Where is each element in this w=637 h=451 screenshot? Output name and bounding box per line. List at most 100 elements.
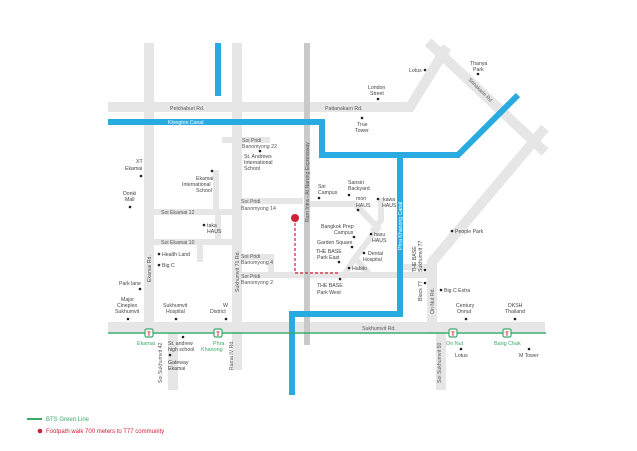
- place-label: mori: [356, 196, 366, 202]
- place-label: kawa: [383, 197, 395, 203]
- place-label: Garden Square: [317, 240, 353, 246]
- place-label: Big C: [162, 263, 175, 269]
- place-label: School: [244, 166, 260, 172]
- road-label: Soi Pridi: [241, 254, 260, 260]
- footpath-route: [294, 218, 340, 274]
- pattanakarn-road: [400, 44, 452, 112]
- canal-label: Klongton Canal: [168, 120, 203, 126]
- place-label: HAUS: [372, 238, 387, 244]
- place-label: Health Land: [162, 252, 190, 258]
- station-label: Khanong: [201, 347, 223, 353]
- place-label: Sukhumvit: [163, 303, 188, 309]
- canals: [108, 43, 521, 395]
- place-label: high school: [168, 347, 194, 353]
- place-label: Sukhumvit 77: [418, 240, 424, 272]
- legend-bts: BTS Green Line: [46, 417, 90, 423]
- place-label: Big C Extra: [444, 288, 470, 294]
- place-label: International: [182, 182, 211, 188]
- t77-location-marker[interactable]: [291, 214, 299, 222]
- place-label: THE BASE: [316, 249, 342, 255]
- place-label: DKSH: [508, 303, 523, 309]
- phra-khanong-canal: [289, 155, 403, 395]
- road-label: Sukhumvit Rd.: [362, 326, 396, 332]
- place-label: Gateway: [168, 360, 189, 366]
- bts-icon: [502, 328, 512, 338]
- place-label: Park West: [317, 290, 341, 296]
- place-label: Thailand: [505, 309, 525, 315]
- place-label: XT: [136, 159, 143, 165]
- road-label: Banomyong 2: [241, 280, 273, 286]
- bts-station-ekamai[interactable]: T Ekamai: [137, 328, 155, 347]
- place-label: HAUS: [207, 229, 222, 235]
- roads: [108, 38, 549, 390]
- place-label: Blocs 77: [418, 281, 424, 301]
- bts-station-phra-khanong[interactable]: T Phra Khanong: [201, 328, 224, 353]
- place-label: London: [368, 85, 385, 91]
- road-label: Ekamai Rd.: [147, 255, 153, 282]
- place-label: Ekamai: [168, 366, 185, 372]
- place-label: THE BASE: [412, 246, 418, 272]
- place-label: HAUS: [382, 203, 397, 209]
- place-label: Sukhumvit: [115, 309, 140, 315]
- local-road: [352, 256, 373, 277]
- place-label: Hospital: [363, 257, 382, 263]
- klongton-canal: [108, 92, 521, 158]
- road-label: Ram Intra - At Narong Expressway: [305, 142, 311, 222]
- place-label: hasu: [374, 232, 385, 238]
- place-label: St. andrew: [168, 341, 193, 347]
- soi-pridi-4: [237, 254, 274, 273]
- bts-station-bang-chak[interactable]: T Bang Chak: [494, 328, 521, 347]
- bts-station-on-nut[interactable]: T On Nut: [446, 328, 464, 347]
- road-label: Srinakarin Rd: [467, 77, 494, 104]
- legend: BTS Green Line Footpath walk 700 meters …: [27, 417, 164, 435]
- place-label: Mall: [125, 197, 135, 203]
- place-label: Street: [370, 91, 384, 97]
- place-label: Park East: [317, 255, 340, 261]
- place-label: Cineplex: [117, 303, 138, 309]
- on-nut-road: [427, 124, 549, 333]
- place-label: HAUS: [356, 203, 371, 209]
- place-label: Lotus: [409, 68, 422, 74]
- place-label: District: [210, 309, 226, 315]
- local-road: [369, 198, 384, 234]
- road-label: Soi Pridi: [241, 199, 260, 205]
- place-label: Century: [456, 303, 475, 309]
- place-label: Park: [473, 67, 484, 73]
- place-label: Ekamai: [125, 166, 142, 172]
- road-label: Soi Ekamai 12: [161, 210, 195, 216]
- place-label: Habito: [352, 266, 367, 272]
- road-label: Banomyong 4: [241, 260, 273, 266]
- road-label: Petchaburi Rd.: [170, 106, 204, 112]
- place-label: Dental: [368, 251, 383, 257]
- road-label: Banomyong 14: [241, 206, 276, 212]
- footpath-swatch: [37, 428, 43, 434]
- place-label: Bangkok Prep: [321, 224, 354, 230]
- bts-icon: T: [147, 332, 151, 338]
- bts-icon: [448, 328, 458, 338]
- place-label: taka: [207, 223, 217, 229]
- place-label: Donki: [123, 191, 136, 197]
- place-label: True: [357, 122, 368, 128]
- place-label: Siri: [318, 184, 326, 190]
- station-label: Bang Chak: [494, 341, 521, 347]
- road-label: Soi Pridi: [241, 274, 260, 280]
- road-label: On Nut Rd.: [430, 288, 436, 314]
- road-label: Pattanakarn Rd.: [325, 106, 363, 112]
- road-label: Rama IV Rd.: [229, 340, 235, 370]
- place-label: Ekamai: [196, 176, 213, 182]
- place-label: Major: [121, 297, 134, 303]
- bts-icon: T: [505, 332, 509, 338]
- road-label: Sukhumvit 71 Rd.: [235, 251, 241, 292]
- station-label: On Nut: [446, 341, 464, 347]
- bts-icon: T: [451, 332, 455, 338]
- place-label: School: [196, 188, 212, 194]
- road-label: Soi Sukhumvit 42: [158, 343, 164, 383]
- place-label: People Park: [455, 229, 484, 235]
- place-label: M Tower: [519, 353, 539, 359]
- road-label: Soi Ekamai 10: [161, 240, 195, 246]
- place-label: Onnut: [457, 309, 472, 315]
- bts-icon: [144, 328, 154, 338]
- legend-footpath: Footpath walk 700 meters to T77 communit…: [46, 429, 164, 435]
